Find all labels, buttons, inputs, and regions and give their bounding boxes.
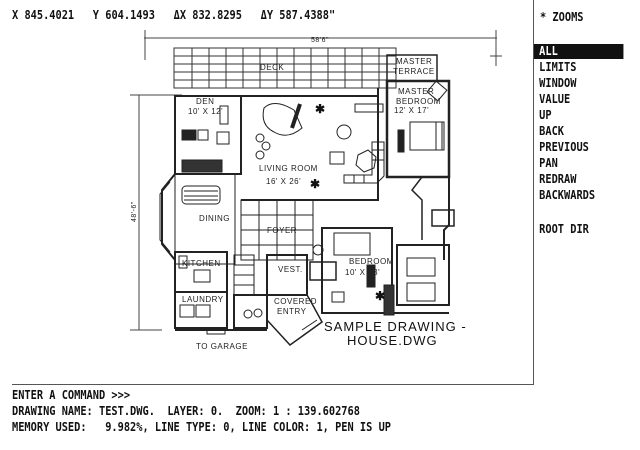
coordinate-status-bar: X 845.4021 Y 604.1493 ΔX 832.8295 ΔY 587… xyxy=(12,8,335,24)
label-dining: DINING xyxy=(199,214,230,223)
svg-text:✱: ✱ xyxy=(375,289,385,303)
label-living-size: 16' X 26' xyxy=(266,177,301,186)
floor-plan-drawing: ✱ ✱ ✱ DECK DEN 10' X 12' LIVING ROOM 16'… xyxy=(130,30,502,351)
y-label: Y xyxy=(92,8,100,22)
label-kitchen: KITCHEN xyxy=(182,259,221,268)
label-bedroom-size: 10' X 13' xyxy=(345,268,380,277)
label-master-terrace-1: MASTER xyxy=(396,57,432,66)
label-master-bedroom-1: MASTER xyxy=(398,87,434,96)
label-foyer: FOYER xyxy=(267,226,297,235)
drawing-title-line1: SAMPLE DRAWING - xyxy=(324,319,467,334)
menu-item-limits[interactable]: LIMITS xyxy=(539,60,577,74)
label-covered-entry-1: COVERED xyxy=(274,297,317,306)
command-prompt[interactable]: ENTER A COMMAND >>> xyxy=(12,388,131,402)
x-label: X xyxy=(12,8,19,22)
delta-x-label: ΔX xyxy=(173,8,187,22)
drawing-title-line2: HOUSE.DWG xyxy=(347,333,438,348)
menu-item-redraw[interactable]: REDRAW xyxy=(539,172,577,186)
svg-text:✱: ✱ xyxy=(315,102,325,116)
menu-item-previous[interactable]: PREVIOUS xyxy=(539,140,589,154)
label-den: DEN xyxy=(196,97,214,106)
menu-item-pan[interactable]: PAN xyxy=(539,156,558,170)
delta-y-value: 587.4388" xyxy=(279,8,336,22)
command-area: ENTER A COMMAND >>> DRAWING NAME: TEST.D… xyxy=(12,387,632,435)
label-bedroom: BEDROOM xyxy=(349,257,394,266)
label-covered-entry-2: ENTRY xyxy=(277,307,307,316)
dimension-top: 58'6" xyxy=(311,37,329,44)
label-master-bedroom-2: BEDROOM xyxy=(396,97,441,106)
menu-item-back[interactable]: BACK xyxy=(539,124,565,138)
menu-item-value[interactable]: VALUE xyxy=(539,92,571,106)
label-laundry: LAUNDRY xyxy=(182,295,224,304)
label-master-terrace-2: TERRACE xyxy=(393,67,435,76)
memory-info-line: MEMORY USED: 9.982%, LINE TYPE: 0, LINE … xyxy=(12,420,392,434)
label-vest: VEST. xyxy=(278,265,303,274)
delta-x-value: 832.8295 xyxy=(192,8,242,22)
menu-item-window[interactable]: WINDOW xyxy=(539,76,577,90)
label-den-size: 10' X 12' xyxy=(188,107,223,116)
label-master-size: 12' X 17' xyxy=(394,106,429,115)
menu-item-root-dir[interactable]: ROOT DIR xyxy=(539,222,589,236)
drawing-canvas[interactable]: ✱ ✱ ✱ DECK DEN 10' X 12' LIVING ROOM 16'… xyxy=(12,0,534,385)
delta-y-label: ΔY xyxy=(260,8,274,22)
label-deck: DECK xyxy=(260,63,284,72)
y-value: 604.1493 xyxy=(105,8,155,22)
dimension-left: 48'-6" xyxy=(131,201,138,222)
drawing-info-line: DRAWING NAME: TEST.DWG. LAYER: 0. ZOOM: … xyxy=(12,404,360,418)
menu-item-all[interactable]: ALL xyxy=(534,44,624,59)
menu-title: * ZOOMS xyxy=(540,10,584,24)
menu-item-up[interactable]: UP xyxy=(539,108,552,122)
zoom-side-menu: * ZOOMS ALL LIMITS WINDOW VALUE UP BACK … xyxy=(534,0,640,384)
x-value: 845.4021 xyxy=(24,8,75,22)
svg-text:✱: ✱ xyxy=(310,177,320,191)
menu-item-backwards[interactable]: BACKWARDS xyxy=(539,188,596,202)
label-to-garage: TO GARAGE xyxy=(196,342,248,351)
label-living-room: LIVING ROOM xyxy=(259,164,318,173)
